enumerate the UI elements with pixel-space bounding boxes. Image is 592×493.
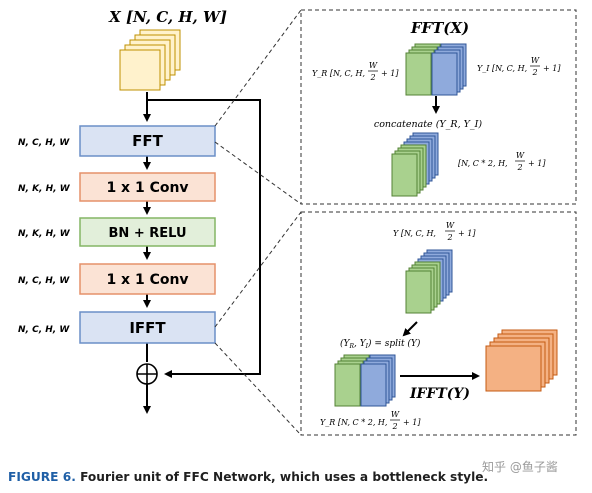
block-conv-1: 1 x 1 Conv N, K, H, W <box>18 172 216 202</box>
split-label: (YR, YI) = split (Y) <box>340 338 421 350</box>
ifft-bottom-plus-one: + 1] <box>403 418 421 427</box>
block-conv-2-label: 1 x 1 Conv <box>106 272 188 288</box>
ifft-y-frac-num: W <box>446 221 455 230</box>
concat-plus-one: + 1] <box>528 159 546 168</box>
zoom-connectors <box>214 9 302 436</box>
block-conv-1-label: 1 x 1 Conv <box>106 180 188 196</box>
input-tensor-stack <box>119 29 181 91</box>
block-bn-relu-label: BN + RELU <box>109 226 187 241</box>
concat-frac-den: 2 <box>516 163 522 172</box>
block-fft-label: FFT <box>132 132 163 150</box>
sum-node <box>136 363 158 385</box>
block-ifft-dims: N, C, H, W <box>18 325 70 335</box>
fft-detail-panel: FFT(X) Y_R [N, C, H, W 2 + 1] Y_I [N, C,… <box>300 9 577 205</box>
concat-frac-num: W <box>516 151 525 160</box>
y-i-frac-num: W <box>531 56 540 65</box>
y-r-frac-den: 2 <box>369 73 375 82</box>
ifft-bottom-label: Y_R [N, C * 2, H, <box>320 418 387 427</box>
y-r-frac-num: W <box>369 61 378 70</box>
block-ifft-label: IFFT <box>129 319 166 337</box>
input-label: X [N, C, H, W] <box>108 8 227 26</box>
watermark-text: 知乎 @鱼子酱 <box>482 460 558 474</box>
figure-number: FIGURE 6. <box>8 470 76 484</box>
skip-connection <box>147 99 261 378</box>
concatenate-label: concatenate (Y_R, Y_I) <box>374 119 483 130</box>
ifft-y-frac-den: 2 <box>446 233 452 242</box>
block-conv-1-dims: N, K, H, W <box>18 184 71 194</box>
fft-panel-title: FFT(X) <box>410 19 469 37</box>
y-i-plus-one: + 1] <box>543 64 561 73</box>
ifft-bottom-frac-den: 2 <box>391 422 397 431</box>
ifft-bottom-frac-num: W <box>391 410 400 419</box>
fft-blue-stack <box>431 43 467 96</box>
ifft-input-stack <box>405 249 453 314</box>
ifft-detail-panel: Y [N, C, H, W 2 + 1] (YR, YI) = split (Y… <box>300 211 577 436</box>
block-fft: FFT N, C, H, W <box>18 125 216 157</box>
caption-text: Fourier unit of FFC Network, which uses … <box>80 470 489 484</box>
ifft-blue-stack <box>360 354 396 407</box>
block-bn-relu: BN + RELU N, K, H, W <box>18 217 216 247</box>
y-i-label: Y_I [N, C, H, <box>477 64 527 73</box>
y-r-plus-one: + 1] <box>381 69 399 78</box>
ifft-output-stack <box>485 329 558 392</box>
ifft-y-label: Y [N, C, H, <box>393 229 436 238</box>
block-conv-2: 1 x 1 Conv N, C, H, W <box>18 263 216 295</box>
y-i-frac-den: 2 <box>531 68 537 77</box>
block-conv-2-dims: N, C, H, W <box>18 276 70 286</box>
figure-caption: FIGURE 6. Fourier unit of FFC Network, w… <box>8 470 488 484</box>
concat-dims: [N, C * 2, H, <box>458 159 508 168</box>
fft-concat-stack <box>391 132 439 197</box>
block-fft-dims: N, C, H, W <box>18 138 70 148</box>
ifft-panel-title: IFFT(Y) <box>409 386 470 402</box>
block-bn-relu-dims: N, K, H, W <box>18 229 71 239</box>
block-ifft: IFFT N, C, H, W <box>18 311 216 344</box>
y-r-label: Y_R [N, C, H, <box>312 69 365 78</box>
ifft-y-plus-one: + 1] <box>458 229 476 238</box>
